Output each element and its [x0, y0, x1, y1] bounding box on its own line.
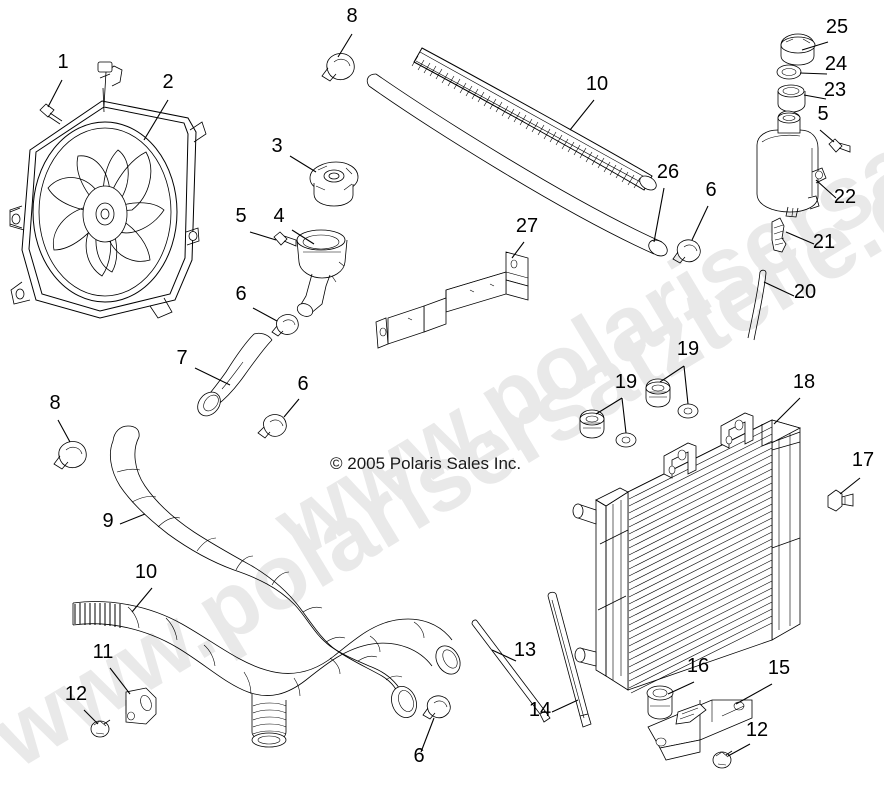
callout-26: 26: [657, 161, 679, 183]
isolator-grommet-16-graphic: [646, 685, 674, 720]
callout-1: 1: [57, 51, 68, 73]
grommet-19b-graphic: [579, 409, 605, 439]
coolant-bottle-graphic: [756, 110, 827, 218]
radiator-cap-graphic: [309, 161, 359, 207]
hose-clip-11-graphic: [125, 687, 157, 725]
callout-8b: 8: [49, 392, 60, 414]
hose-9-ribs: [116, 468, 403, 681]
hose-clamp-8b-graphic: [53, 441, 87, 470]
callout-2: 2: [162, 71, 173, 93]
hose-10-sleeve-hatch: [74, 603, 121, 628]
filler-neck-graphic: [296, 229, 348, 317]
callout-9: 9: [102, 510, 113, 532]
copyright-notice: © 2005 Polaris Sales Inc.: [330, 454, 521, 473]
callout-16: 16: [687, 655, 709, 677]
callout-6b: 6: [297, 373, 308, 395]
hose-9-graphic: [109, 425, 417, 718]
bolt-13-graphic: [471, 619, 551, 723]
o-ring-24-graphic: [776, 64, 802, 80]
screw-1-graphic: [39, 103, 63, 125]
grommet-19a-graphic: [645, 378, 671, 408]
callout-19a: 19: [677, 338, 699, 360]
hose-clamp-8a-graphic: [321, 53, 355, 82]
callout-22: 22: [834, 186, 856, 208]
hose-10-lower-graphic: [72, 601, 461, 748]
hose-clamp-6d-graphic: [422, 695, 451, 720]
mounting-bracket-27-graphic: [375, 251, 529, 349]
washer-19b-graphic: [615, 432, 637, 448]
callout-20: 20: [794, 281, 816, 303]
hose-10-outlet-ribs: [252, 702, 287, 735]
callout-14: 14: [529, 699, 551, 721]
push-rivet-12a-graphic: [90, 719, 111, 738]
overflow-fitting-graphic: [771, 217, 787, 253]
callout-12a: 12: [65, 683, 87, 705]
callout-3: 3: [271, 135, 282, 157]
sleeve-mesh-hatch: [411, 51, 651, 189]
hose-clamp-6c-graphic: [672, 239, 701, 264]
screw-5a-graphic: [273, 231, 297, 247]
callout-18: 18: [793, 371, 815, 393]
callout-27: 27: [516, 215, 538, 237]
hose-clamp-6b-graphic: [257, 414, 287, 439]
hose-10-with-sleeve-graphic: [366, 47, 668, 257]
callout-12b: 12: [746, 719, 768, 741]
callout-5a: 5: [235, 205, 246, 227]
callout-21: 21: [813, 231, 835, 253]
callout-7: 7: [176, 347, 187, 369]
radiator-graphic: [572, 412, 802, 694]
callout-11: 11: [93, 641, 114, 663]
callout-23: 23: [824, 79, 846, 101]
callout-25: 25: [826, 16, 848, 38]
callout-10b: 10: [135, 561, 157, 583]
callout-labels: 1 2 3 4 5 6 7 6 8 10 26 6 25 24 23 5 22 …: [49, 5, 874, 767]
washer-19a-graphic: [677, 403, 699, 419]
callout-24: 24: [825, 53, 847, 75]
callout-5b: 5: [817, 103, 828, 125]
callout-10a: 10: [586, 73, 608, 95]
push-rivet-12b-graphic: [712, 750, 733, 769]
callout-6d: 6: [413, 745, 424, 767]
callout-6a: 6: [235, 283, 246, 305]
callout-13: 13: [514, 639, 536, 661]
bypass-hose-7-graphic: [197, 332, 273, 417]
radiator-fins: [628, 426, 773, 694]
leader-lines: [47, 33, 861, 757]
bushing-23-graphic: [777, 84, 806, 113]
callout-6c: 6: [705, 179, 716, 201]
bolt-17-graphic: [827, 489, 854, 512]
rod-14-graphic: [547, 591, 592, 728]
radiator-support-bracket-15-graphic: [647, 699, 753, 761]
reservoir-cap-25-graphic: [780, 33, 816, 66]
hose-clamp-6a-graphic: [271, 314, 299, 337]
callout-8a: 8: [346, 5, 357, 27]
callout-4: 4: [273, 205, 284, 227]
fan-shroud-assembly-graphic: [9, 61, 207, 319]
hose-10-ribs: [127, 606, 425, 697]
overflow-tube-graphic: [747, 269, 767, 341]
callout-19b: 19: [615, 371, 637, 393]
callout-17: 17: [852, 449, 874, 471]
callout-15: 15: [768, 657, 790, 679]
